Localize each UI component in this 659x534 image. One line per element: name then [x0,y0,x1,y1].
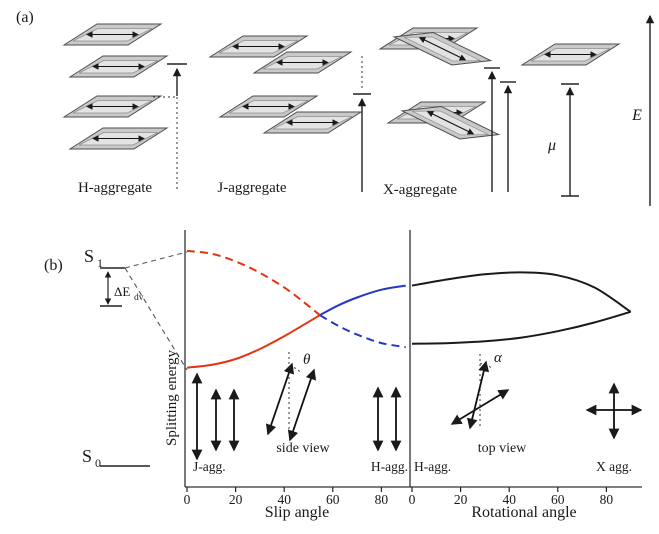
tick-label: 0 [409,492,416,507]
y-axis-title: Splitting energy [164,350,180,446]
h-agg-label-left: H-agg. [371,459,408,474]
tick-label: 60 [326,492,340,507]
tick-label: 40 [502,492,516,507]
tick-label: 80 [375,492,389,507]
j-aggregate-label: J-aggregate [217,180,286,196]
tick-label: 40 [277,492,291,507]
curve-left [319,314,406,349]
theta-angle-arc [288,367,302,375]
dipole-annotations-left: θ side view J-agg. H-agg. [191,352,408,474]
right-panel-curves [411,271,632,345]
molecule [64,96,161,117]
curve-left [186,249,321,316]
curve-left [186,314,321,369]
curve-right [411,310,631,345]
panel-a: (a) μ E H-aggregate J-aggrega [16,9,655,206]
s1-label: S [84,246,94,266]
tick-label: 80 [600,492,614,507]
state-levels: S 1 ΔE dv S 0 [82,246,188,470]
left-panel-ticks: 0 20 40 60 80 [184,487,389,507]
rotated-dipole-arrow [450,389,510,425]
tilted-dipole-arrow [265,362,295,436]
theta-label: θ [303,352,311,368]
side-view-label: side view [276,441,330,456]
left-panel-curves [186,249,406,369]
alpha-label: α [494,350,503,366]
rotated-dipole-arrow [466,360,490,430]
tick-label: 20 [229,492,243,507]
molecule-stacks [64,18,619,153]
delta-e-label: ΔE [114,284,130,299]
right-panel-ticks: 0 20 40 60 80 [409,487,614,507]
molecule [64,24,161,45]
mu-label: μ [547,137,556,154]
x-axis-title-left: Slip angle [265,504,329,521]
s1-to-upper-branch-dashed [124,251,188,269]
s0-subscript: 0 [95,456,101,470]
h-agg-label-right: H-agg. [414,459,451,474]
s1-to-lower-branch-dashed [124,267,188,371]
tick-label: 20 [454,492,468,507]
j-agg-label: J-agg. [193,459,226,474]
tick-label: 0 [184,492,191,507]
h-aggregate-label: H-aggregate [78,180,152,196]
molecule [70,128,167,149]
x-aggregate-label: X-aggregate [383,182,457,198]
tick-label: 60 [551,492,565,507]
tilted-dipole-arrow [287,368,317,442]
energy-label: E [631,107,642,124]
molecule [522,44,619,65]
panel-b-tag: (b) [44,257,63,274]
s0-label: S [82,446,92,466]
alpha-angle-arc [479,363,493,371]
x-agg-label: X agg. [596,459,632,474]
panel-a-tag: (a) [16,9,34,26]
energy-level-indicators: μ E [153,14,655,206]
x-axis-title-right: Rotational angle [471,504,576,521]
dipole-annotations-right: H-agg. α top view X agg. [414,350,643,474]
delta-e-subscript: dv [134,293,144,303]
top-view-label: top view [478,441,527,456]
curve-left [319,284,406,317]
molecule [70,56,167,77]
panel-b: (b) S 1 ΔE dv S 0 Splitting energy 0 20 40… [44,230,643,521]
s1-subscript: 1 [97,256,103,270]
curve-right [411,271,632,313]
